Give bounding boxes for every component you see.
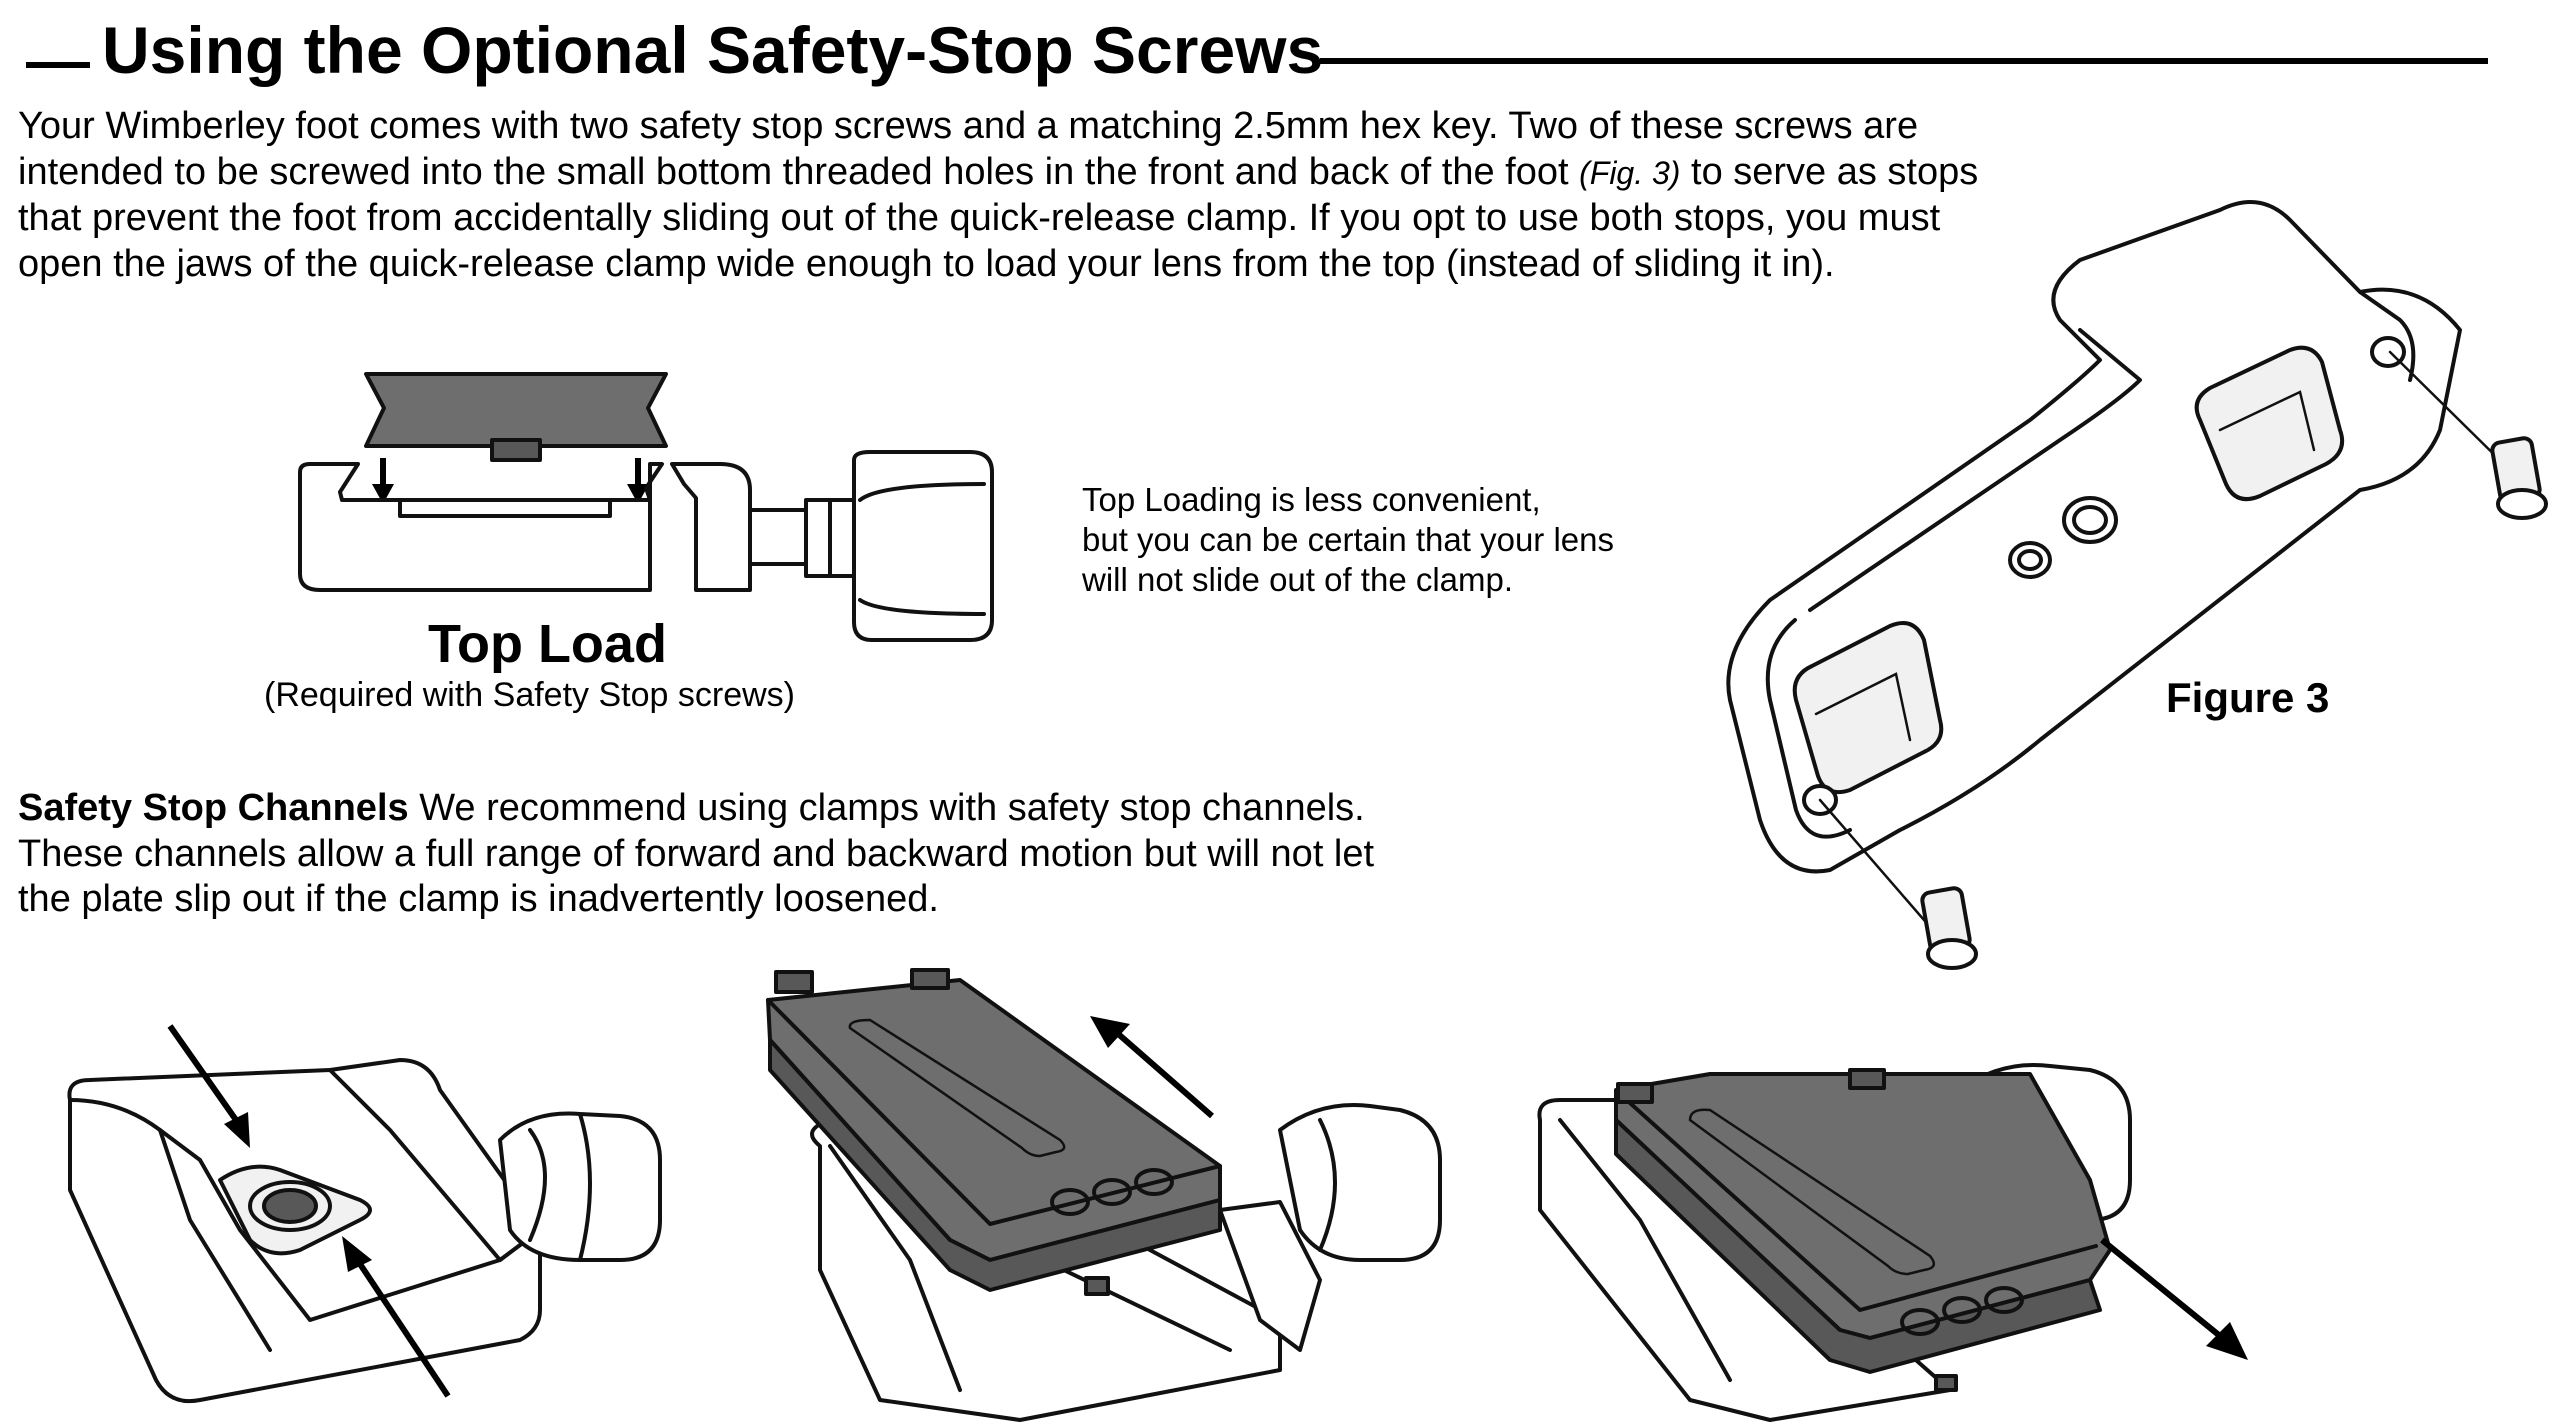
- top-load-subtitle: (Required with Safety Stop screws): [264, 676, 795, 714]
- clamp-body: [298, 462, 664, 592]
- channels-line-2: These channels allow a full range of for…: [18, 832, 1375, 875]
- title-rule-left: [26, 62, 90, 68]
- screw-icon: [1920, 886, 1978, 970]
- channels-lead: Safety Stop Channels: [18, 787, 409, 829]
- foot-recess-top: [2194, 345, 2345, 501]
- note-line-3: will not slide out of the clamp.: [1082, 561, 1514, 598]
- foot-stud: [490, 438, 542, 462]
- note-line-2: but you can be certain that your lens: [1082, 521, 1614, 558]
- clamp-jaw: [670, 462, 752, 592]
- intro-line-2-start: intended to be screwed into the small bo…: [18, 150, 1580, 193]
- clamp-jaw: [328, 1058, 542, 1262]
- arrow-icon: [1090, 1016, 1214, 1119]
- figure-3-label: Figure 3: [2166, 674, 2330, 721]
- arrow-icon: [372, 458, 394, 504]
- intro-line-1: Your Wimberley foot comes with two safet…: [18, 105, 1919, 147]
- clamp-channels-illustration: [67, 1024, 662, 1403]
- arrow-icon: [342, 1236, 451, 1398]
- channels-paragraph: Safety Stop Channels We recommend using …: [18, 786, 1374, 923]
- page-title: Using the Optional Safety-Stop Screws: [102, 13, 1324, 87]
- intro-line-3: that prevent the foot from accidentally …: [18, 197, 1941, 239]
- foot-profile: [364, 372, 668, 448]
- note-line-1: Top Loading is less convenient,: [1082, 481, 1541, 518]
- figure-3-foot-illustration: [1726, 200, 2548, 970]
- clamp-knob: [852, 450, 994, 642]
- channels-line-1-rest: We recommend using clamps with safety st…: [408, 787, 1365, 829]
- intro-line-4: open the jaws of the quick-release clamp…: [18, 242, 1835, 285]
- channels-line-1: Safety Stop Channels We recommend using …: [18, 786, 1374, 832]
- screw-icon: [2490, 436, 2548, 520]
- title-rule-right: [1320, 58, 2488, 64]
- plate-slide-forward-illustration: [1537, 1063, 2248, 1422]
- top-load-illustration: [298, 372, 994, 642]
- intro-line-2-end: to serve as stops: [1680, 150, 1979, 193]
- intro-line-2: intended to be screwed into the small bo…: [18, 150, 2218, 197]
- arrow-icon: [2100, 1237, 2248, 1360]
- intro-paragraph: Your Wimberley foot comes with two safet…: [18, 104, 2218, 287]
- arrow-icon: [627, 458, 649, 504]
- clamp-jaw: [1218, 1200, 1322, 1352]
- figure-reference: (Fig. 3): [1579, 154, 1681, 191]
- top-loading-note: Top Loading is less convenient, but you …: [1082, 480, 1614, 600]
- arrow-icon: [167, 1024, 250, 1148]
- plate-slide-back-illustration: [766, 968, 1442, 1422]
- foot-recess-bottom: [1792, 621, 1944, 795]
- clamp-knob: [498, 1111, 662, 1262]
- top-load-title: Top Load: [428, 614, 667, 674]
- channels-line-3: the plate slip out if the clamp is inadv…: [18, 878, 939, 920]
- clamp-knob: [1278, 1103, 1442, 1262]
